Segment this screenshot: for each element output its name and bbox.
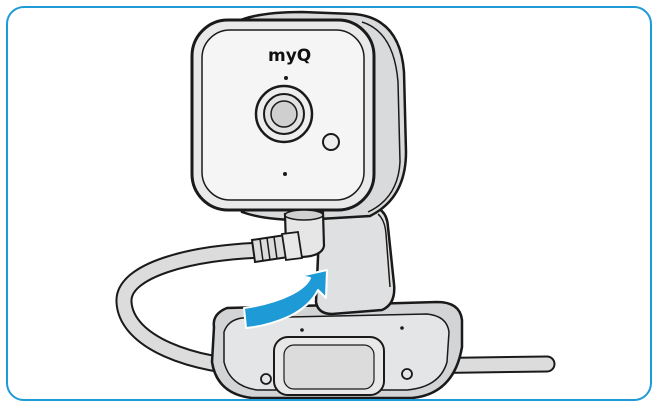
- camera-stand: [316, 207, 394, 314]
- camera-head: myQ: [192, 12, 406, 220]
- status-led-dot: [284, 76, 288, 80]
- microphone-dot: [283, 172, 287, 176]
- illustration-frame: myQ: [6, 6, 652, 401]
- brand-logo-text: myQ: [268, 46, 311, 66]
- cable-plug: [252, 232, 302, 262]
- camera-mounting-illustration: myQ: [8, 8, 652, 401]
- camera-lens: [256, 86, 312, 142]
- light-sensor: [323, 134, 339, 150]
